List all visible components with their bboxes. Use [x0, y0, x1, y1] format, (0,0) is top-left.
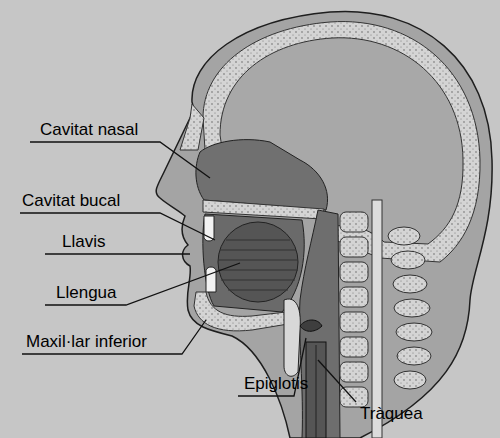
part-label: Llengua [56, 283, 117, 303]
leader-line [22, 320, 206, 354]
vertebrae [340, 212, 432, 407]
larynx [284, 299, 300, 376]
head-outline [156, 11, 492, 438]
leader-line [45, 253, 190, 254]
nasal-bone [180, 104, 204, 150]
part-label: Llavis [62, 232, 105, 252]
pharynx [300, 210, 340, 438]
part-label: Cavitat bucal [22, 191, 120, 211]
part-label: Epiglotis [244, 374, 308, 394]
leader-line [318, 360, 356, 402]
tongue-texture [218, 240, 298, 290]
trachea [306, 342, 326, 438]
leader-line [20, 213, 215, 240]
part-label: Tràquea [360, 404, 423, 424]
leader-lines [20, 142, 356, 402]
oral-cavity [203, 214, 304, 312]
lower-tooth [206, 267, 216, 292]
mandible [194, 292, 288, 331]
nasal-cavity [196, 140, 328, 210]
leader-line [30, 142, 210, 178]
part-label: Cavitat nasal [40, 120, 138, 140]
tongue [218, 222, 298, 302]
leader-line [45, 263, 240, 305]
epiglottis [300, 320, 322, 331]
spinal-cord [372, 200, 382, 438]
part-label: Maxil·lar inferior [26, 332, 147, 352]
